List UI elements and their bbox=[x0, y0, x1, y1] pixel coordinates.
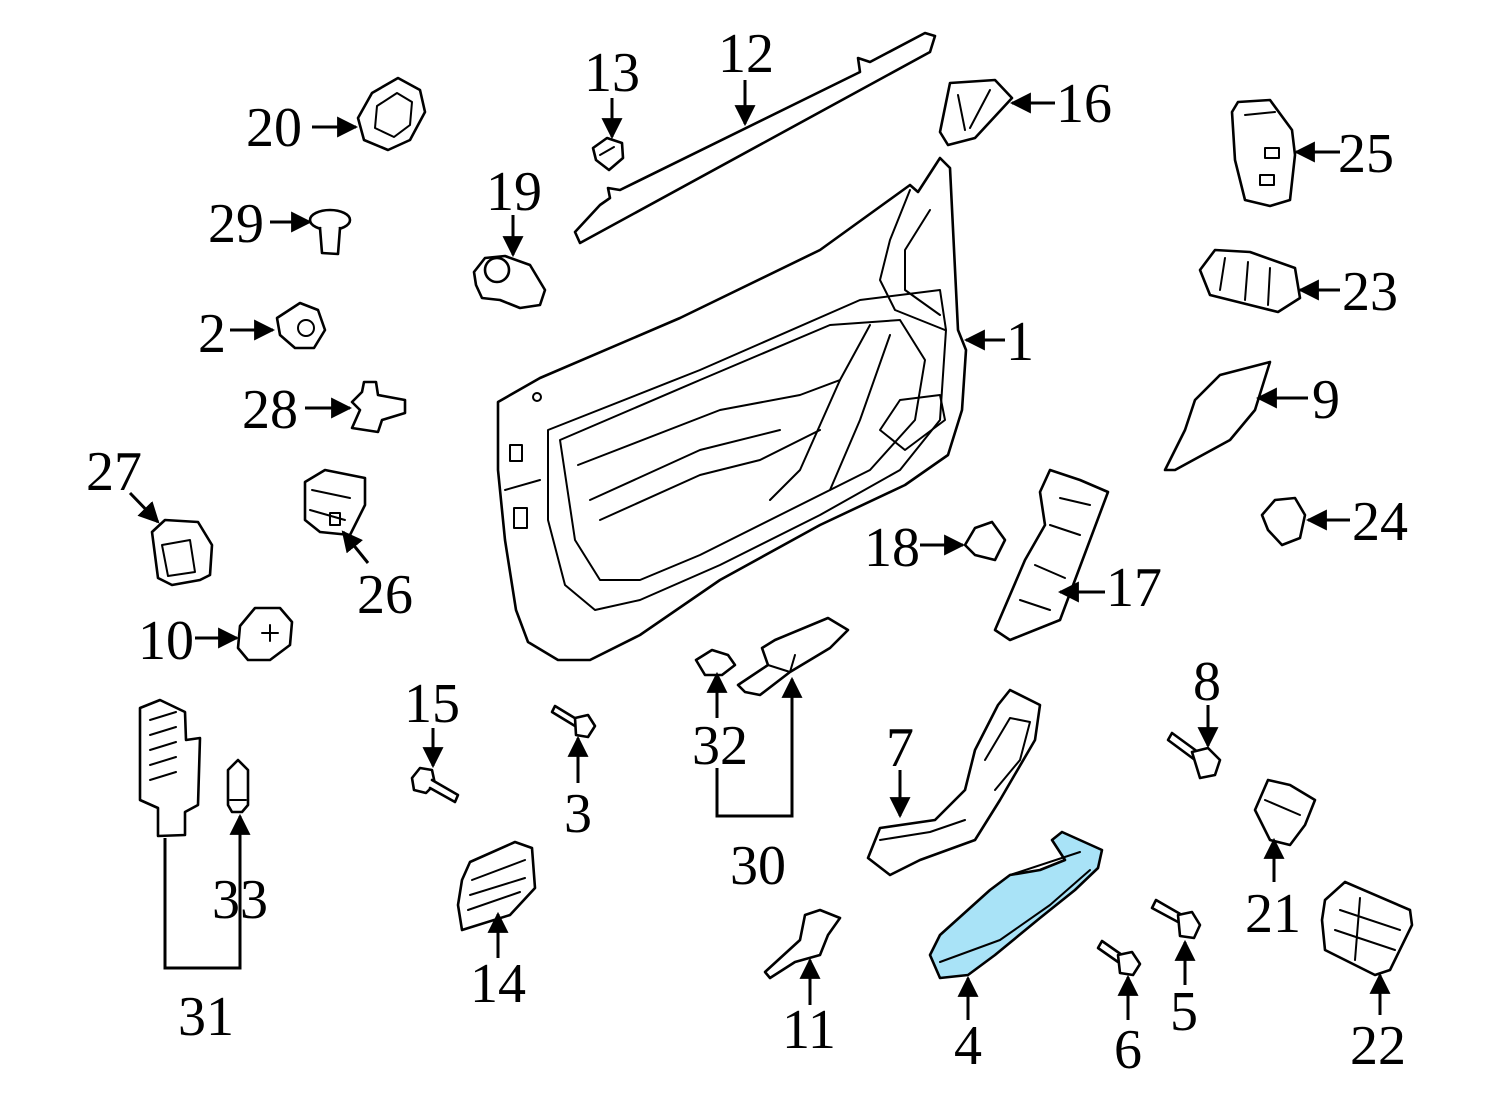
part-belt-molding[interactable] bbox=[573, 31, 937, 245]
callout-30: 30 bbox=[730, 835, 786, 897]
part-button-10[interactable] bbox=[236, 606, 294, 662]
part-bracket-19[interactable] bbox=[472, 254, 547, 310]
part-screw-5[interactable] bbox=[1150, 898, 1202, 940]
callout-2: 2 bbox=[198, 303, 226, 365]
part-clip-18[interactable] bbox=[963, 520, 1007, 562]
callout-8: 8 bbox=[1193, 651, 1221, 713]
callout-28: 28 bbox=[242, 379, 298, 441]
callout-7: 7 bbox=[886, 717, 914, 779]
part-switch-22[interactable] bbox=[1320, 880, 1414, 977]
part-pocket-14[interactable] bbox=[456, 840, 537, 932]
part-trim-strip-17[interactable] bbox=[993, 468, 1110, 642]
callout-9: 9 bbox=[1312, 369, 1340, 431]
callout-18: 18 bbox=[864, 517, 920, 579]
part-grommet[interactable] bbox=[356, 76, 427, 152]
part-courtesy-light[interactable] bbox=[736, 616, 850, 697]
part-bracket-11[interactable] bbox=[763, 908, 842, 980]
callout-12: 12 bbox=[718, 23, 774, 85]
callout-labels: 1 2 3 4 5 6 7 8 9 10 11 12 13 14 15 16 1… bbox=[86, 23, 1408, 1081]
callout-33: 33 bbox=[212, 869, 268, 931]
part-switch-21[interactable] bbox=[1253, 778, 1317, 847]
callout-17: 17 bbox=[1106, 557, 1162, 619]
callout-22: 22 bbox=[1350, 1015, 1406, 1077]
part-pull-handle-bracket[interactable] bbox=[866, 688, 1042, 877]
callout-31: 31 bbox=[178, 986, 234, 1048]
part-screw-6[interactable] bbox=[1096, 939, 1142, 977]
part-retainer[interactable] bbox=[350, 380, 407, 434]
leader-lines bbox=[128, 80, 1391, 1020]
callout-23: 23 bbox=[1342, 261, 1398, 323]
callout-29: 29 bbox=[208, 193, 264, 255]
part-map-light-housing[interactable] bbox=[138, 698, 202, 838]
callout-24: 24 bbox=[1352, 491, 1408, 553]
part-armrest-highlighted[interactable] bbox=[928, 830, 1104, 980]
part-clip-2[interactable] bbox=[275, 301, 327, 350]
callout-10: 10 bbox=[138, 610, 194, 672]
callout-32: 32 bbox=[692, 715, 748, 777]
part-switch-26[interactable] bbox=[303, 468, 367, 537]
callout-4: 4 bbox=[954, 1015, 982, 1077]
callout-21: 21 bbox=[1245, 883, 1301, 945]
part-mirror-trim[interactable] bbox=[938, 78, 1014, 147]
callout-16: 16 bbox=[1056, 73, 1112, 135]
part-switch-bezel[interactable] bbox=[150, 518, 214, 587]
callout-3: 3 bbox=[564, 783, 592, 845]
callout-5: 5 bbox=[1170, 981, 1198, 1043]
part-screw-15[interactable] bbox=[410, 766, 460, 804]
part-bulb-32[interactable] bbox=[694, 648, 737, 677]
callout-15: 15 bbox=[404, 673, 460, 735]
callout-6: 6 bbox=[1114, 1019, 1142, 1081]
part-switch-25[interactable] bbox=[1230, 98, 1297, 208]
callout-14: 14 bbox=[470, 953, 526, 1015]
part-door-trim-panel[interactable] bbox=[496, 156, 968, 662]
part-screw-3[interactable] bbox=[550, 704, 597, 739]
callout-11: 11 bbox=[782, 999, 836, 1061]
part-switch-panel-23[interactable] bbox=[1198, 248, 1302, 314]
part-push-pin[interactable] bbox=[308, 208, 352, 256]
part-clip-24[interactable] bbox=[1260, 496, 1307, 547]
part-bolt-8[interactable] bbox=[1166, 731, 1222, 780]
callout-26: 26 bbox=[357, 564, 413, 626]
callout-19: 19 bbox=[486, 161, 542, 223]
callout-13: 13 bbox=[584, 42, 640, 104]
callout-27: 27 bbox=[86, 441, 142, 503]
part-clip-13[interactable] bbox=[591, 136, 625, 172]
callout-20: 20 bbox=[246, 97, 302, 159]
callout-1: 1 bbox=[1006, 311, 1034, 373]
part-bulb-33[interactable] bbox=[226, 758, 250, 814]
part-panel-9[interactable] bbox=[1163, 360, 1272, 472]
callout-25: 25 bbox=[1338, 123, 1394, 185]
